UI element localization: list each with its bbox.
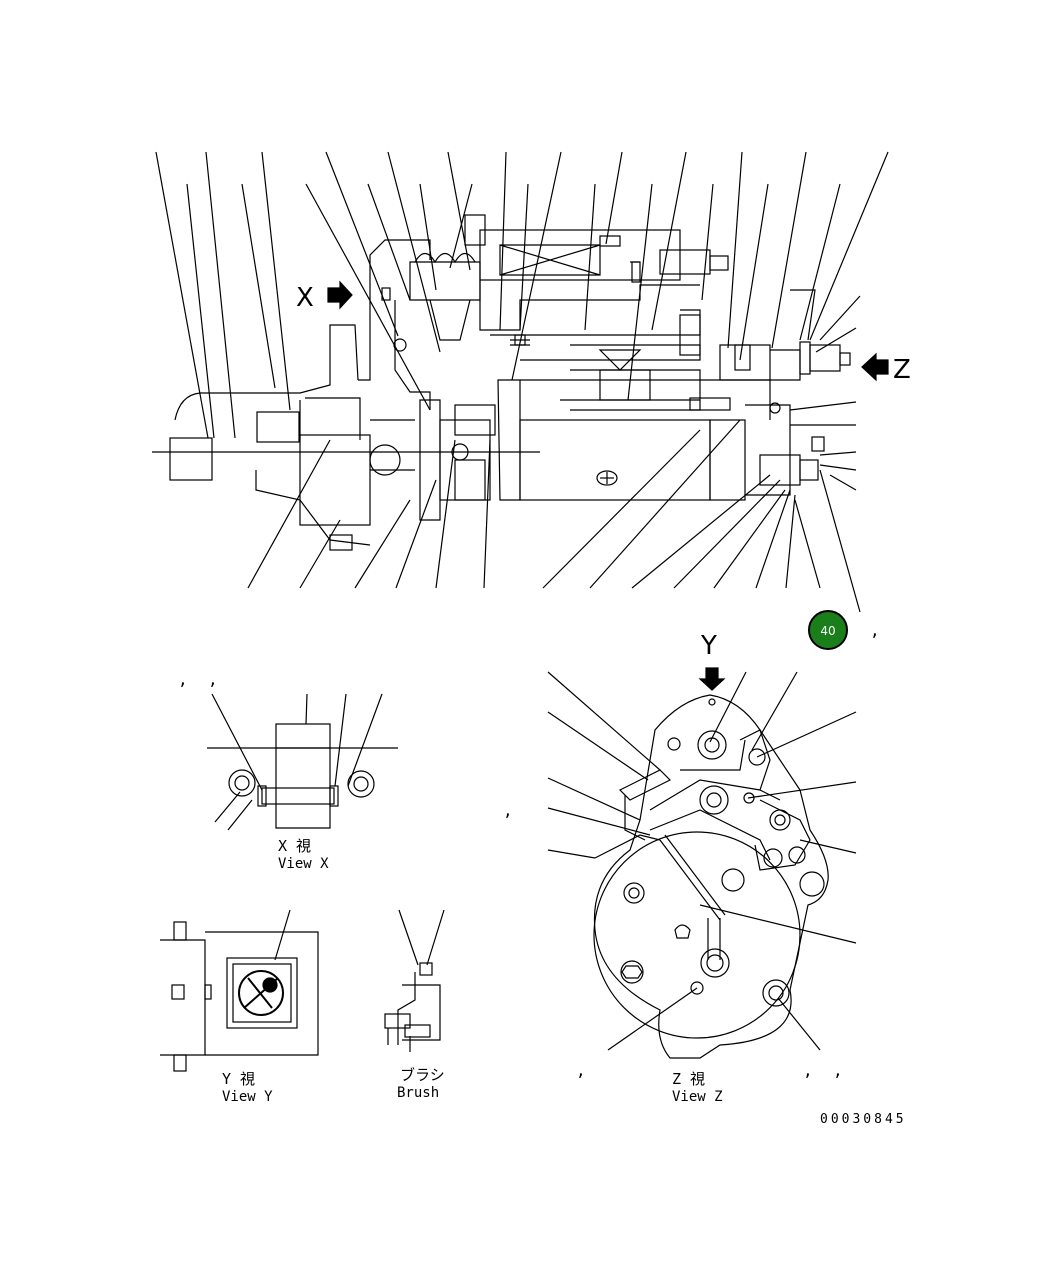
comma-z-right-1: , xyxy=(803,1061,813,1080)
comma-badge: , xyxy=(870,621,880,640)
view-y-detail xyxy=(160,909,319,1072)
comma-x-2: , xyxy=(208,670,218,689)
view-x-marker: X xyxy=(296,283,314,313)
starter-section-view xyxy=(152,214,851,551)
caption-view-y-jp: Y 視 xyxy=(222,1070,255,1088)
comma-z-right-2: , xyxy=(833,1061,843,1080)
caption-brush-en: Brush xyxy=(397,1085,439,1101)
top-leader-lines xyxy=(155,151,889,491)
caption-view-y-en: View Y xyxy=(222,1089,273,1105)
figure-number: 00030845 xyxy=(820,1112,907,1127)
view-z-detail xyxy=(547,671,857,1059)
brush-detail xyxy=(384,909,445,1052)
caption-view-z-jp: Z 視 xyxy=(672,1070,705,1088)
caption-view-z-en: View Z xyxy=(672,1089,723,1105)
caption-brush-jp: ブラシ xyxy=(400,1066,445,1084)
arrow-z-icon xyxy=(861,352,889,382)
view-x-detail xyxy=(207,693,398,831)
comma-z-left: , xyxy=(576,1061,586,1080)
caption-view-x-jp: X 視 xyxy=(278,837,311,855)
bottom-leader-lines xyxy=(247,419,861,613)
arrow-x-icon xyxy=(327,280,353,310)
arrow-y-icon xyxy=(698,667,726,691)
badge-number: 40 xyxy=(820,624,835,638)
view-y-marker: Y xyxy=(700,631,717,661)
caption-view-x-en: View X xyxy=(278,856,329,872)
view-z-marker: Z xyxy=(893,355,911,385)
comma-mid: , xyxy=(503,801,513,820)
comma-x-1: , xyxy=(178,670,188,689)
badge-40: 40 xyxy=(808,610,848,650)
